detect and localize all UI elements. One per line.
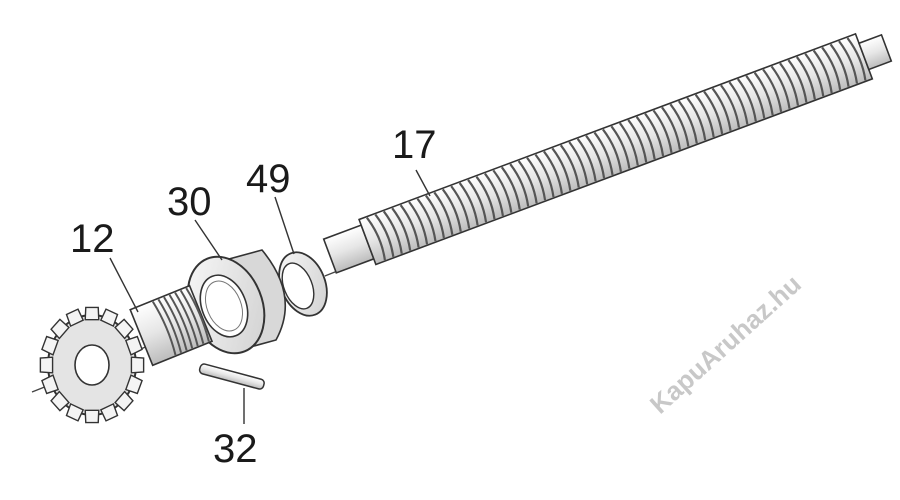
retaining-ring <box>278 251 328 317</box>
leader-line-12 <box>109 257 139 313</box>
part-label-12: 12 <box>70 217 115 261</box>
leader-line-49 <box>274 196 295 255</box>
threaded-spindle <box>322 32 893 274</box>
leader-line-30 <box>194 219 223 261</box>
bevel-gear <box>39 284 214 424</box>
part-label-17: 17 <box>392 123 437 167</box>
watermark: KapuAruhaz.hu <box>644 269 807 420</box>
part-label-32: 32 <box>213 427 258 471</box>
part-label-49: 49 <box>246 157 291 201</box>
leader-line-17 <box>415 169 431 197</box>
part-label-30: 30 <box>167 180 212 224</box>
pin <box>198 363 265 390</box>
